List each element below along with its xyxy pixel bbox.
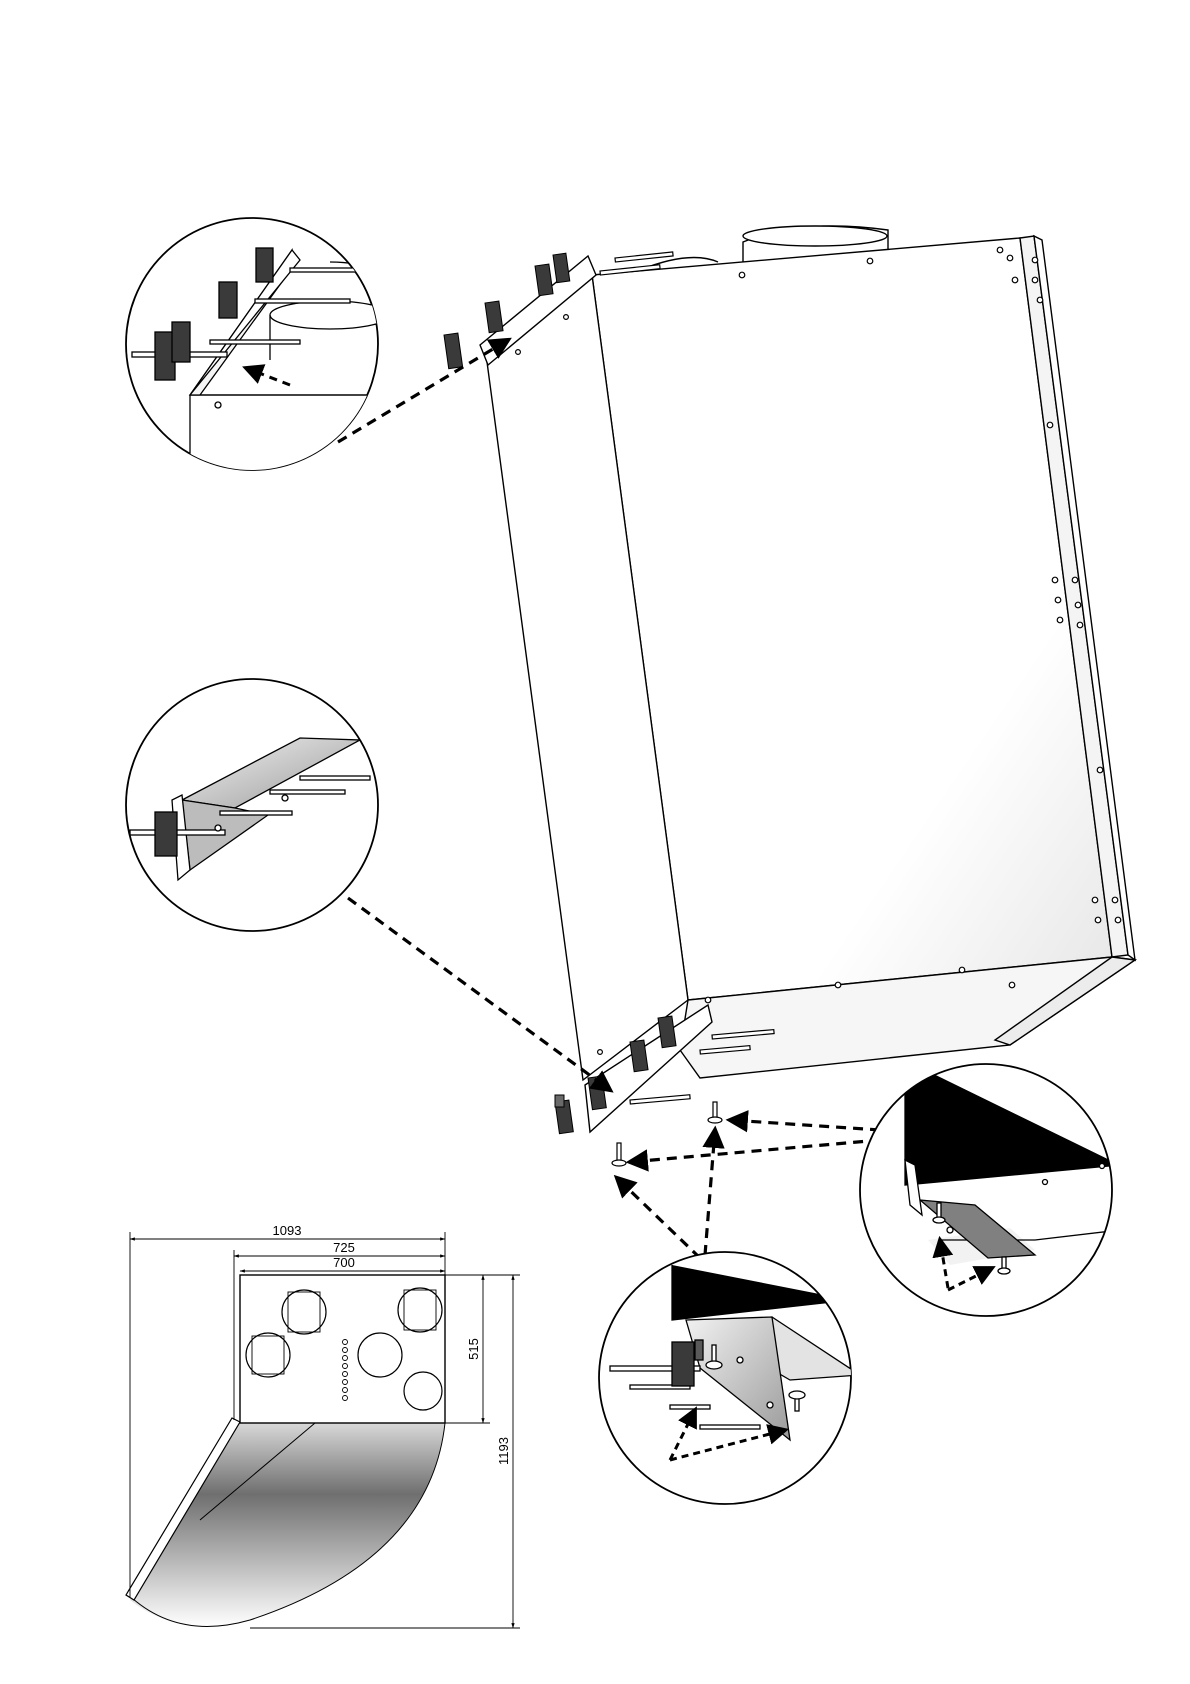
- dim-door-swing-depth: 1193: [496, 1437, 511, 1465]
- detail-bottom-plate: [126, 679, 378, 931]
- dim-unit-depth: 515: [466, 1338, 481, 1360]
- dim-overall-width: 1093: [273, 1223, 302, 1238]
- detail-top-fixing: [126, 218, 390, 495]
- plan-view: 1093 725 700 515 1193: [126, 1223, 520, 1628]
- detail-bottom-fixing: [599, 1252, 860, 1504]
- dim-unit-width-outer: 725: [333, 1240, 355, 1255]
- dim-unit-width-inner: 700: [333, 1255, 355, 1270]
- main-unit: [480, 226, 1135, 1132]
- detail-right-bracket: [860, 1060, 1120, 1316]
